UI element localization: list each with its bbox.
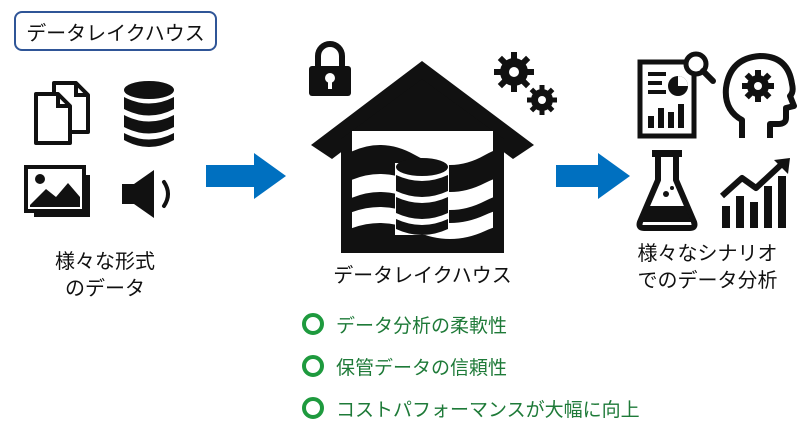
speaker-icon	[122, 170, 170, 218]
left-caption-line-2: のデータ	[65, 276, 145, 300]
benefit-item: 保管データの信頼性	[302, 351, 507, 381]
gears-icon	[494, 52, 557, 115]
circle-bullet-icon	[302, 397, 324, 419]
arrow-right-icon	[206, 153, 286, 199]
title-box: データレイクハウス	[14, 11, 217, 51]
benefit-label: 保管データの信頼性	[336, 356, 508, 379]
left-caption: 様々な形式 のデータ	[20, 248, 190, 302]
circle-bullet-icon	[302, 313, 324, 335]
database-icon	[395, 158, 449, 235]
right-caption-line-1: 様々なシナリオ	[637, 241, 778, 265]
benefit-label: コストパフォーマンスが大幅に向上	[336, 398, 640, 421]
benefit-label: データ分析の柔軟性	[336, 314, 508, 337]
right-caption: 様々なシナリオ でのデータ分析	[615, 240, 800, 294]
house-icon	[311, 61, 534, 253]
growth-chart-icon	[719, 158, 790, 228]
head-gear-icon	[722, 53, 797, 138]
flask-icon	[636, 150, 698, 231]
arrow-right-icon	[556, 153, 630, 199]
right-caption-line-2: でのデータ分析	[637, 268, 778, 292]
benefit-item: データ分析の柔軟性	[302, 309, 507, 339]
circle-bullet-icon	[302, 355, 324, 377]
benefit-item: コストパフォーマンスが大幅に向上	[302, 393, 640, 423]
lock-icon	[309, 41, 351, 96]
report-magnifier-icon	[637, 51, 716, 139]
left-caption-line-1: 様々な形式	[55, 249, 155, 273]
documents-icon	[34, 81, 90, 145]
title-label: データレイクハウス	[26, 20, 205, 45]
images-icon	[24, 165, 90, 217]
center-caption: データレイクハウス	[333, 263, 512, 287]
database-icon	[124, 81, 174, 147]
